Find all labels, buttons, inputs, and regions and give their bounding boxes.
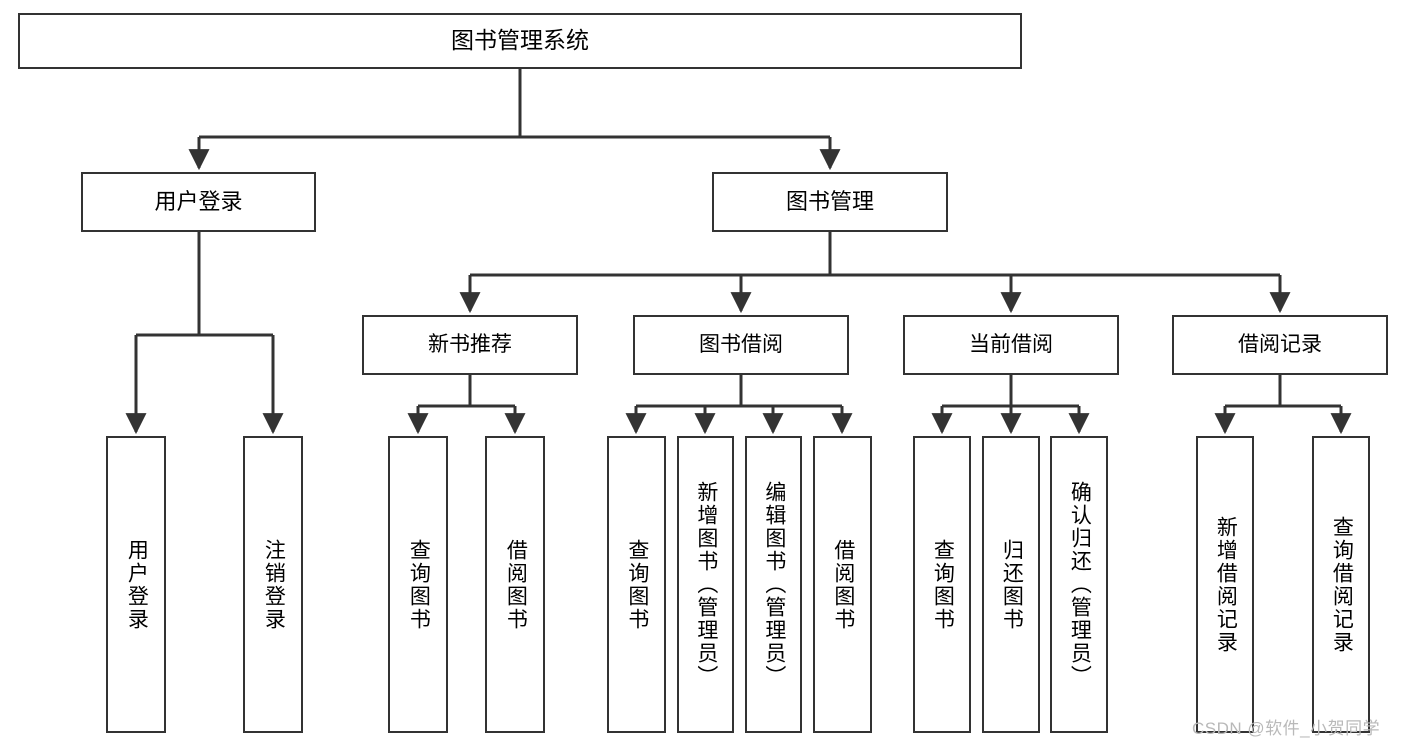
leaf-query-book-current[interactable]: 查询图书 (913, 436, 971, 733)
leaf-add-borrow-record[interactable]: 新增借阅记录 (1196, 436, 1254, 733)
leaf-logout-label: 注销登录 (262, 538, 286, 631)
node-user-login-label: 用户登录 (154, 189, 243, 215)
watermark: CSDN @软件_小贺同学 (1192, 719, 1381, 738)
node-root-label: 图书管理系统 (451, 27, 589, 54)
node-new-book-recommend-label: 新书推荐 (428, 332, 512, 356)
node-current-borrow-label: 当前借阅 (969, 332, 1053, 356)
leaf-confirm-return-admin[interactable]: 确认归还（管理员） (1050, 436, 1108, 733)
node-borrow-record[interactable]: 借阅记录 (1172, 315, 1388, 375)
leaf-user-login[interactable]: 用户登录 (106, 436, 166, 733)
leaf-add-borrow-record-label: 新增借阅记录 (1214, 515, 1238, 654)
leaf-query-borrow-record-label: 查询借阅记录 (1330, 515, 1354, 654)
leaf-user-login-label: 用户登录 (125, 538, 149, 631)
leaf-query-borrow-record[interactable]: 查询借阅记录 (1312, 436, 1370, 733)
leaf-edit-book-admin-label: 编辑图书（管理员） (762, 481, 786, 688)
leaf-query-book-current-label: 查询图书 (931, 538, 955, 631)
node-borrow-record-label: 借阅记录 (1238, 332, 1322, 356)
leaf-query-book-newbook-label: 查询图书 (407, 538, 431, 631)
node-book-management-label: 图书管理 (785, 189, 874, 215)
leaf-borrow-book-borrow[interactable]: 借阅图书 (813, 436, 872, 733)
node-new-book-recommend[interactable]: 新书推荐 (362, 315, 578, 375)
leaf-return-book-label: 归还图书 (1000, 538, 1024, 631)
leaf-add-book-admin-label: 新增图书（管理员） (694, 481, 718, 688)
leaf-confirm-return-admin-label: 确认归还（管理员） (1068, 481, 1092, 688)
leaf-add-book-admin[interactable]: 新增图书（管理员） (677, 436, 734, 733)
node-book-management[interactable]: 图书管理 (712, 172, 948, 232)
leaf-return-book[interactable]: 归还图书 (982, 436, 1040, 733)
leaf-edit-book-admin[interactable]: 编辑图书（管理员） (745, 436, 802, 733)
node-root[interactable]: 图书管理系统 (18, 13, 1022, 69)
node-book-borrow[interactable]: 图书借阅 (633, 315, 849, 375)
leaf-query-book-newbook[interactable]: 查询图书 (388, 436, 448, 733)
node-book-borrow-label: 图书借阅 (699, 332, 783, 356)
node-current-borrow[interactable]: 当前借阅 (903, 315, 1119, 375)
node-user-login[interactable]: 用户登录 (81, 172, 316, 232)
leaf-borrow-book-newbook-label: 借阅图书 (504, 538, 528, 631)
leaf-logout[interactable]: 注销登录 (243, 436, 303, 733)
leaf-query-book-borrow[interactable]: 查询图书 (607, 436, 666, 733)
leaf-borrow-book-borrow-label: 借阅图书 (831, 538, 855, 631)
leaf-borrow-book-newbook[interactable]: 借阅图书 (485, 436, 545, 733)
leaf-query-book-borrow-label: 查询图书 (625, 538, 649, 631)
